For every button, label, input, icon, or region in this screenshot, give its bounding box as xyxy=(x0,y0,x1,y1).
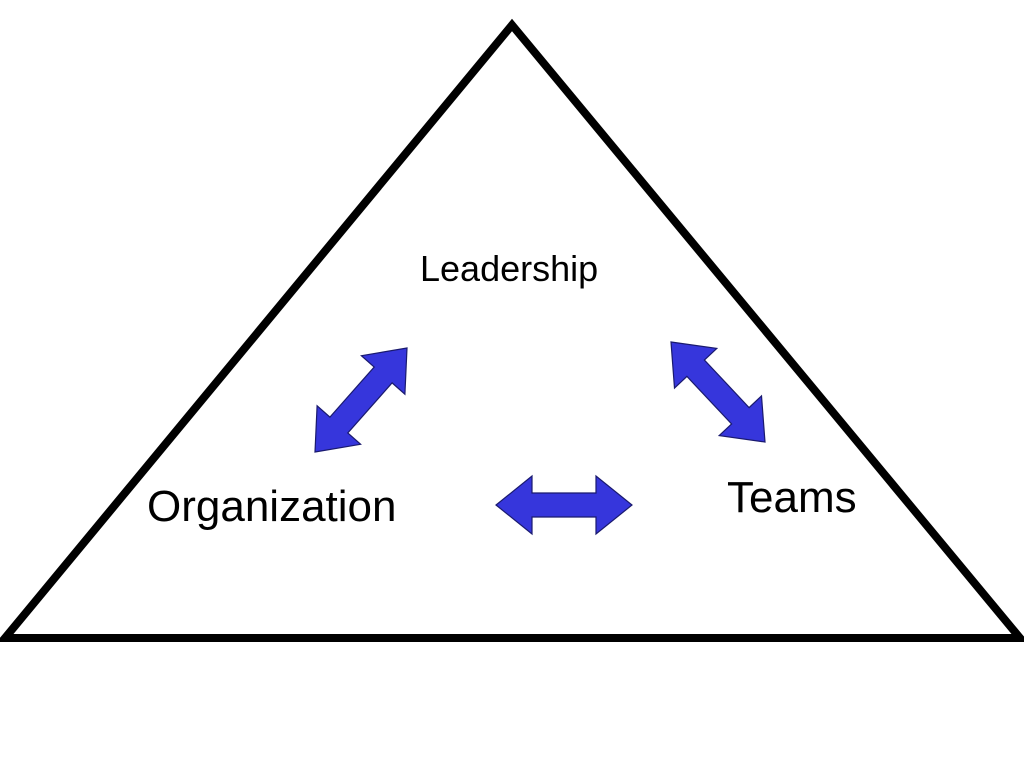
arrow-leadership-organization xyxy=(314,347,408,453)
node-teams: Teams xyxy=(727,473,857,522)
arrows-group xyxy=(314,341,766,536)
node-organization: Organization xyxy=(147,482,397,531)
node-leadership: Leadership xyxy=(420,248,599,289)
triangle-outline xyxy=(0,18,1024,642)
arrow-leadership-teams xyxy=(670,341,766,443)
arrow-organization-teams xyxy=(495,474,633,536)
